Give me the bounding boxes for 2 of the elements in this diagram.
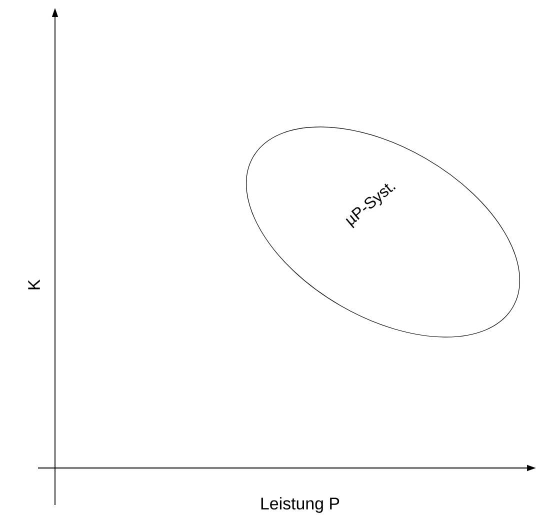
axis-label: Leistung P: [261, 497, 340, 513]
axis-label: K: [28, 280, 40, 290]
